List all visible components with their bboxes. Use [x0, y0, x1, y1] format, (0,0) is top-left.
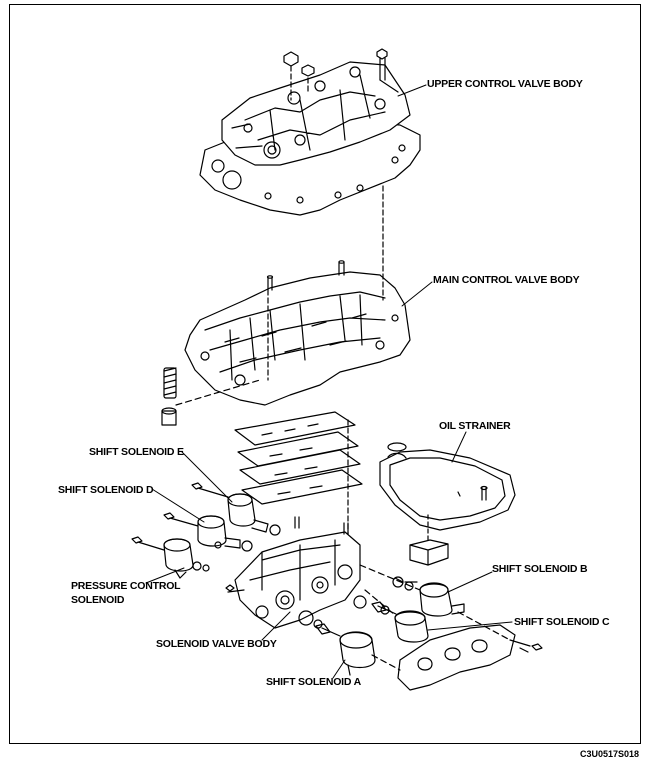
leader-lines [146, 85, 512, 678]
solenoid-valve-body [226, 517, 360, 628]
label-solenoid-valve-body: SOLENOID VALVE BODY [156, 638, 277, 650]
label-oil-strainer: OIL STRAINER [439, 420, 511, 432]
shift-solenoid-c [354, 596, 428, 642]
shift-solenoid-e [192, 483, 280, 535]
label-pressure-control-solenoid-line1: PRESSURE CONTROL [71, 580, 181, 592]
diagram-frame [9, 4, 641, 744]
label-shift-solenoid-c: SHIFT SOLENOID C [514, 616, 610, 628]
upper-control-valve-body [200, 49, 420, 215]
pressure-control-solenoid [132, 537, 209, 578]
figure-code: C3U0517S018 [579, 749, 639, 759]
main-control-valve-body [185, 186, 410, 405]
spring-and-plug [162, 368, 260, 425]
shift-solenoid-a [299, 611, 375, 675]
label-main-control-valve-body: MAIN CONTROL VALVE BODY [433, 274, 580, 286]
assembly-guide-lines [360, 565, 510, 670]
solenoid-bracket [398, 625, 542, 690]
label-shift-solenoid-a: SHIFT SOLENOID A [266, 676, 361, 688]
label-upper-control-valve-body: UPPER CONTROL VALVE BODY [427, 78, 583, 90]
label-shift-solenoid-b: SHIFT SOLENOID B [492, 563, 588, 575]
label-pressure-control-solenoid-line2: SOLENOID [71, 594, 125, 606]
separator-plates [235, 412, 362, 540]
label-shift-solenoid-e: SHIFT SOLENOID E [89, 446, 184, 458]
label-shift-solenoid-d: SHIFT SOLENOID D [58, 484, 154, 496]
oil-strainer [380, 443, 515, 565]
shift-solenoid-b [393, 577, 464, 616]
shift-solenoid-d [164, 513, 252, 551]
